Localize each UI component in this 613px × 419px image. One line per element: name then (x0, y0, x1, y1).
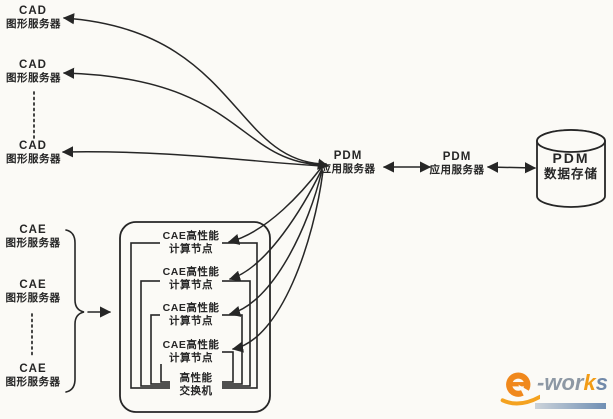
arrow-pdm-to-cad-3 (61, 146, 323, 167)
arrow-into-pdm-hub (305, 158, 330, 170)
arrow-pdm-to-node-3 (228, 169, 323, 317)
cae-server-label: CAE 图形服务器 (4, 279, 62, 305)
hpc-switch-label: 高性能 交换机 (170, 372, 222, 398)
pdm-name: PDM (442, 151, 472, 163)
cad-server-name: CAD (19, 140, 47, 152)
cad-server-role: 图形服务器 (6, 72, 61, 84)
arrow-pdm-to-cad-1 (62, 13, 323, 165)
switch-role: 交换机 (179, 385, 213, 397)
eworks-wordmark: -works (537, 370, 608, 396)
node-role: 计算节点 (169, 242, 213, 255)
pdm-role: 应用服务器 (429, 164, 485, 176)
node-name: CAE高性能 (162, 339, 220, 351)
arrow-pdm-to-cad-2 (62, 67, 323, 166)
cluster-outer-box (119, 221, 271, 413)
arrow-pdm-storage (486, 161, 537, 174)
logo-text-k: k (583, 370, 596, 395)
cae-server-role: 图形服务器 (5, 292, 61, 304)
cad-server-name: CAD (19, 59, 47, 71)
cad-server-role: 图形服务器 (6, 153, 61, 165)
compute-node-label: CAE高性能 计算节点 (160, 230, 222, 255)
logo-text-wor: -wor (537, 370, 584, 395)
switch-name: 高性能 (179, 372, 213, 384)
storage-name: PDM (552, 150, 590, 166)
eworks-underline-bar (535, 403, 606, 409)
arrow-pdm-to-node-4 (231, 170, 324, 353)
node-role: 计算节点 (169, 278, 213, 291)
eworks-e-icon (500, 372, 540, 406)
pdm-app-server-left-label: PDM 应用服务器 (317, 150, 379, 176)
node-role: 计算节点 (169, 314, 213, 327)
cae-server-label: CAE 图形服务器 (4, 224, 62, 250)
cae-server-role: 图形服务器 (5, 376, 61, 388)
compute-node-label: CAE高性能 计算节点 (160, 266, 222, 291)
pdm-data-storage-label: PDM 数据存储 (539, 150, 603, 182)
cad-server-label: CAD 图形服务器 (6, 140, 61, 166)
node-role: 计算节点 (169, 351, 213, 364)
pdm-app-server-right-label: PDM 应用服务器 (426, 151, 488, 177)
pdm-role: 应用服务器 (320, 163, 376, 175)
cae-server-label: CAE 图形服务器 (4, 363, 62, 389)
cad-server-label: CAD 图形服务器 (6, 59, 61, 85)
eworks-logo: -works (500, 364, 612, 416)
cae-group-brace (65, 229, 85, 393)
cad-server-label: CAD 图形服务器 (6, 5, 61, 31)
node-name: CAE高性能 (162, 302, 220, 314)
node-name: CAE高性能 (162, 266, 220, 278)
arrow-pdm-to-node-2 (228, 168, 323, 282)
cae-server-role: 图形服务器 (5, 237, 61, 249)
cad-server-role: 图形服务器 (6, 18, 61, 30)
cae-server-name: CAE (19, 279, 47, 291)
cad-server-name: CAD (19, 5, 47, 17)
compute-node-label: CAE高性能 计算节点 (160, 302, 222, 327)
compute-node-label: CAE高性能 计算节点 (160, 339, 222, 364)
cae-server-name: CAE (19, 224, 47, 236)
arrow-pdm-to-node-1 (227, 167, 322, 245)
logo-text-s: s (595, 370, 608, 395)
node-name: CAE高性能 (162, 230, 220, 242)
cae-server-name: CAE (19, 363, 47, 375)
pdm-name: PDM (333, 150, 363, 162)
pdm-database-cylinder (536, 129, 606, 208)
storage-role: 数据存储 (543, 167, 598, 181)
